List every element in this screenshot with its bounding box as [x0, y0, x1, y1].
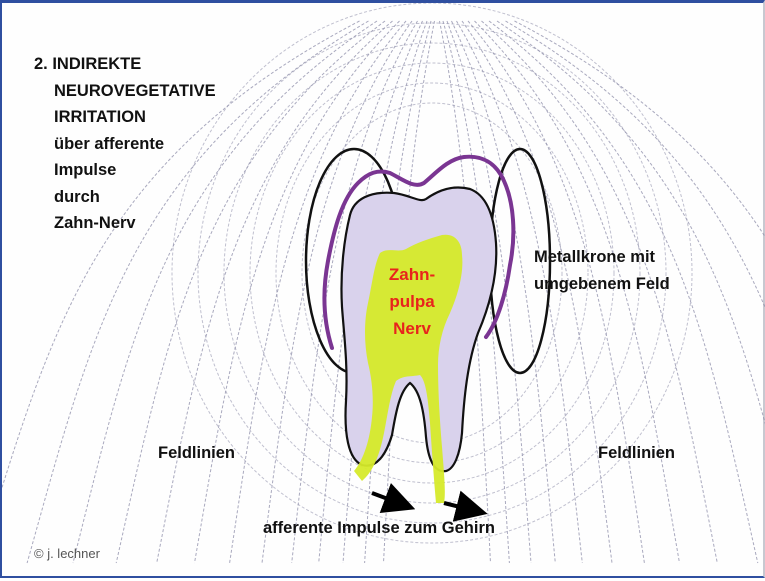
- metal-crown-label: Metallkrone mit umgebenem Feld: [534, 244, 670, 298]
- pulpa-label-line: pulpa: [374, 288, 450, 315]
- subtitle-line: über afferente: [34, 131, 216, 158]
- metal-crown-label-line: umgebenem Feld: [534, 271, 670, 298]
- impulse-arrow-left: [372, 493, 404, 505]
- subtitle-line: Impulse: [34, 157, 216, 184]
- field-lines-label-left: Feldlinien: [158, 440, 235, 466]
- field-lines-label-right: Feldlinien: [598, 440, 675, 466]
- afferent-impulse-label: afferente Impulse zum Gehirn: [263, 515, 495, 541]
- pulpa-label: Zahn- pulpa Nerv: [374, 261, 450, 342]
- title-block: 2. INDIREKTE NEUROVEGETATIVE IRRITATION …: [34, 51, 216, 237]
- copyright-text: © j. lechner: [34, 546, 100, 561]
- pulpa-label-line: Zahn-: [374, 261, 450, 288]
- impulse-arrow-right: [444, 503, 476, 511]
- pulpa-label-line: Nerv: [374, 315, 450, 342]
- title-line: NEUROVEGETATIVE: [34, 78, 216, 105]
- title-line: IRRITATION: [34, 104, 216, 131]
- title-line: 2. INDIREKTE: [34, 51, 216, 78]
- metal-crown-label-line: Metallkrone mit: [534, 244, 670, 271]
- subtitle-line: durch: [34, 184, 216, 211]
- subtitle-line: Zahn-Nerv: [34, 210, 216, 237]
